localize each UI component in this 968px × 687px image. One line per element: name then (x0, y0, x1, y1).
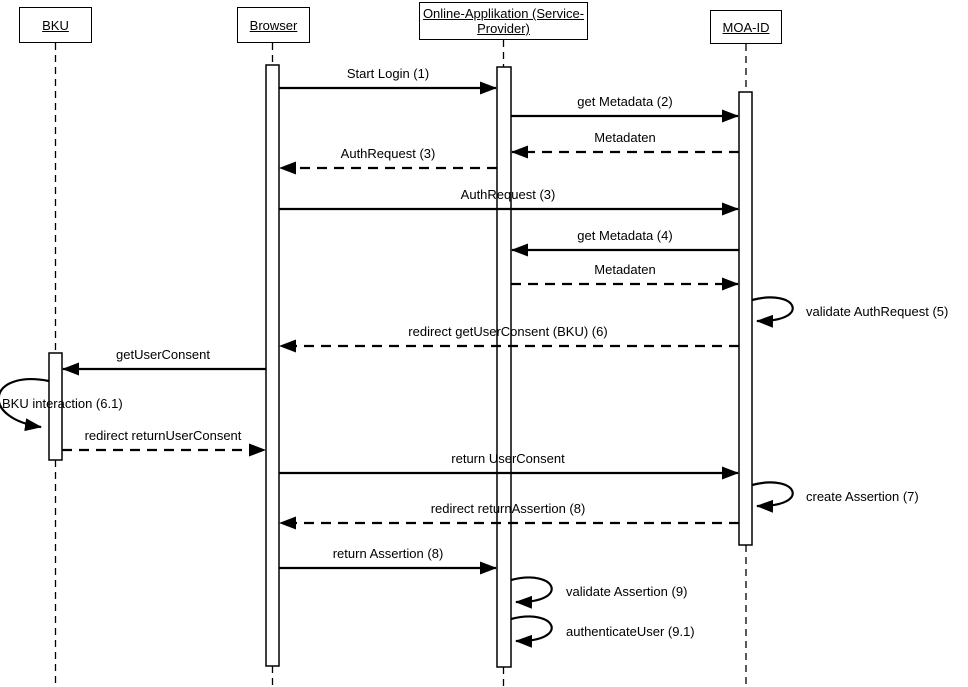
message-label-getuserconsent: getUserConsent (116, 347, 210, 362)
activation-bar-moa-id (738, 91, 753, 546)
message-label-redirect-returnassertion: redirect returnAssertion (8) (430, 501, 586, 516)
self-loop-validate-assertion (510, 576, 553, 609)
activation-bar-online-applikation (496, 66, 512, 668)
message-label-start-login: Start Login (1) (346, 66, 430, 81)
message-label-redirect-getuserconsent: redirect getUserConsent (BKU) (6) (408, 324, 608, 339)
message-label-get-metadata-2: get Metadata (2) (577, 94, 673, 109)
message-label-authrequest-forward: AuthRequest (3) (460, 187, 556, 202)
message-label-create-assertion: create Assertion (7) (806, 489, 919, 504)
activation-bar-browser (265, 64, 280, 667)
self-loop-create-assertion (751, 481, 794, 513)
message-label-metadaten-return-2: Metadaten (594, 130, 656, 145)
message-label-redirect-returnuserconsent: redirect returnUserConsent (84, 428, 242, 443)
actor-box-browser: Browser (237, 7, 310, 43)
actor-label-online-applikation-line1: Online-Applikation (Service- (422, 6, 585, 21)
self-loop-validate-authrequest (751, 296, 794, 328)
message-label-return-userconsent: return UserConsent (451, 451, 565, 466)
self-loop-authenticateuser (510, 615, 553, 648)
message-label-validate-authrequest: validate AuthRequest (5) (806, 304, 949, 319)
message-label-bku-interaction: BKU interaction (6.1) (2, 396, 123, 411)
message-label-validate-assertion: validate Assertion (9) (566, 584, 688, 599)
message-label-authenticateuser: authenticateUser (9.1) (566, 624, 695, 639)
actor-label-bku: BKU (42, 17, 69, 33)
actor-label-moa-id: MOA-ID (722, 19, 770, 35)
message-label-metadaten-return-4: Metadaten (594, 262, 656, 277)
actor-label-online-applikation-line2: Provider) (477, 21, 530, 36)
actor-box-online-applikation: Online-Applikation (Service- Provider) (419, 2, 588, 40)
message-label-get-metadata-4: get Metadata (4) (577, 228, 673, 243)
self-loop-bku-interaction (0, 378, 50, 432)
actor-box-moa-id: MOA-ID (710, 10, 782, 44)
activation-bar-bku (48, 352, 63, 461)
actor-label-browser: Browser (249, 17, 298, 33)
actor-box-bku: BKU (19, 7, 92, 43)
message-label-authrequest-redirect: AuthRequest (3) (340, 146, 436, 161)
message-label-return-assertion: return Assertion (8) (332, 546, 444, 561)
